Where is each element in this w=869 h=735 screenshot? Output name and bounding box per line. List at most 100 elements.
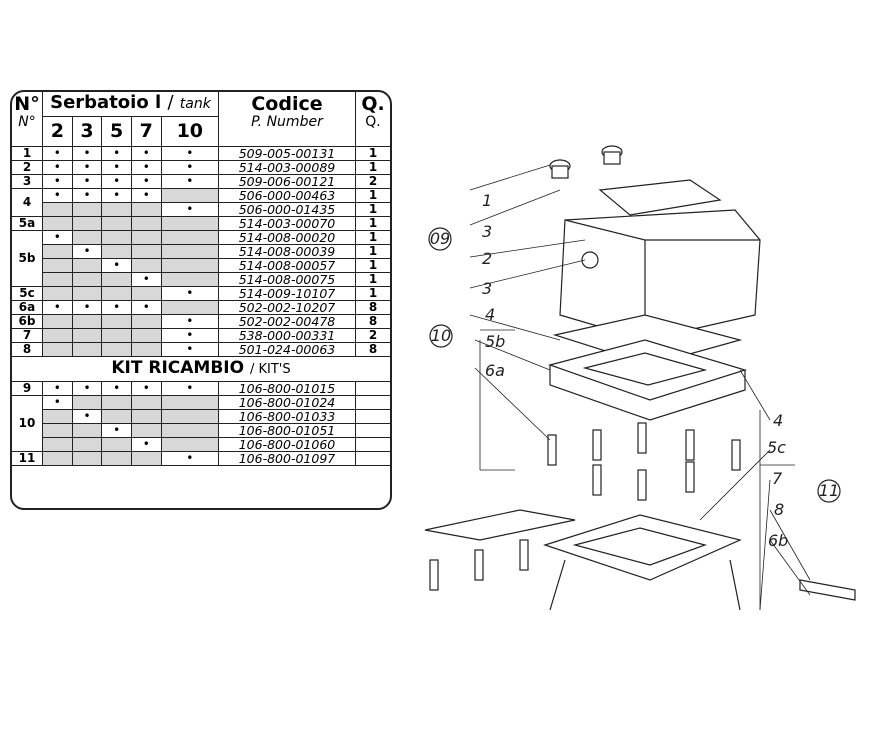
- tank-cell: [130, 423, 162, 438]
- tank-cell: [71, 423, 103, 438]
- quantity: [355, 381, 390, 396]
- tank-cell: [130, 258, 162, 273]
- tank-cell: [71, 437, 103, 452]
- tank-cell: •: [160, 342, 220, 357]
- item-number: 11: [12, 451, 43, 466]
- tank-cell: [101, 409, 132, 424]
- quantity: 1: [355, 146, 390, 161]
- tank-cell: [160, 395, 220, 410]
- tank-cell: [42, 328, 73, 343]
- tank-cell: •: [71, 300, 103, 315]
- kit-callout-circle: [428, 227, 452, 251]
- header-tank-7: 7: [130, 115, 162, 147]
- tank-cell: [42, 314, 73, 329]
- quantity: [355, 423, 390, 438]
- tank-cell: [160, 230, 220, 245]
- item-number: 4: [12, 188, 43, 217]
- callout-label: 4: [485, 305, 495, 324]
- tank-cell: •: [101, 381, 132, 396]
- part-code: 506-000-00463: [218, 188, 356, 203]
- part-code: 514-008-00057: [218, 258, 356, 273]
- item-number: 2: [12, 160, 43, 175]
- tank-cell: •: [130, 437, 162, 452]
- tank-cell: [42, 286, 73, 301]
- table-row: • 106-800-01051: [12, 423, 390, 438]
- tank-cell: •: [130, 146, 162, 161]
- tank-cell: •: [160, 286, 220, 301]
- part-code: 106-800-01051: [218, 423, 356, 438]
- tank-cell: [160, 188, 220, 203]
- tank-cell: •: [71, 381, 103, 396]
- part-code: 538-000-00331: [218, 328, 356, 343]
- header-tank-3: 3: [71, 115, 103, 147]
- tank-cell: [42, 202, 73, 217]
- tank-cell: •: [160, 146, 220, 161]
- tank-cell: [130, 409, 162, 424]
- callout-label: 3: [482, 222, 492, 241]
- kit-callout-label: 10: [431, 326, 451, 345]
- part-code: 502-002-00478: [218, 314, 356, 329]
- tank-cell: [101, 230, 132, 245]
- part-code: 106-800-01024: [218, 395, 356, 410]
- quantity: 8: [355, 314, 390, 329]
- tank-cell: [130, 230, 162, 245]
- tank-cell: [71, 202, 103, 217]
- tank-cell: [42, 272, 73, 287]
- item-number: 5b: [12, 230, 43, 287]
- tank-cell: [42, 244, 73, 259]
- tank-cell: •: [101, 423, 132, 438]
- header-code-sub: P. Number: [218, 115, 356, 147]
- callout-label: 5c: [767, 438, 786, 457]
- tank-cell: [42, 216, 73, 231]
- tank-cell: •: [160, 160, 220, 175]
- tank-cell: [71, 272, 103, 287]
- part-code: 509-006-00121: [218, 174, 356, 189]
- quantity: [355, 409, 390, 424]
- tank-cell: [71, 230, 103, 245]
- part-code: 514-008-00075: [218, 272, 356, 287]
- item-number: 9: [12, 381, 43, 396]
- kit-section-header: KIT RICAMBIO / KIT'S: [12, 356, 390, 382]
- tank-cell: [130, 314, 162, 329]
- kit-callout-label: 11: [819, 481, 839, 500]
- kit-callout-circle: [429, 324, 453, 348]
- tank-cell: [71, 395, 103, 410]
- part-code: 514-008-00039: [218, 244, 356, 259]
- parts-table: N° Serbatoio l / tank Codice Q. N° 2 3 5…: [10, 90, 392, 510]
- item-number: 3: [12, 174, 43, 189]
- part-code: 509-005-00131: [218, 146, 356, 161]
- quantity: [355, 395, 390, 410]
- callout-label: 4: [773, 411, 783, 430]
- tank-cell: [160, 300, 220, 315]
- tank-cell: •: [42, 146, 73, 161]
- header-tank: Serbatoio l / tank: [42, 92, 219, 116]
- callout-label: 8: [774, 500, 784, 519]
- kit-title-en: / KIT'S: [250, 362, 291, 377]
- item-number: 10: [12, 395, 43, 452]
- tank-cell: [71, 342, 103, 357]
- header-no: N°: [12, 92, 43, 116]
- kit-title-text: KIT RICAMBIO: [111, 358, 245, 378]
- tank-cell: •: [101, 300, 132, 315]
- table-row: 11•106-800-01097: [12, 451, 390, 466]
- tank-illustration: [424, 145, 856, 610]
- part-code: 514-003-00089: [218, 160, 356, 175]
- tank-cell: [71, 451, 103, 466]
- tank-cell: [101, 216, 132, 231]
- tank-cell: •: [160, 328, 220, 343]
- quantity: 1: [355, 202, 390, 217]
- table-row: 10 • 106-800-01024: [12, 395, 390, 452]
- quantity: 1: [355, 272, 390, 287]
- table-row: •106-800-01060: [12, 437, 390, 452]
- header-no-sub: N°: [12, 115, 43, 147]
- tank-cell: [160, 244, 220, 259]
- tank-cell: •: [160, 314, 220, 329]
- tank-cell: •: [130, 188, 162, 203]
- tank-cell: [101, 451, 132, 466]
- tank-cell: [160, 437, 220, 452]
